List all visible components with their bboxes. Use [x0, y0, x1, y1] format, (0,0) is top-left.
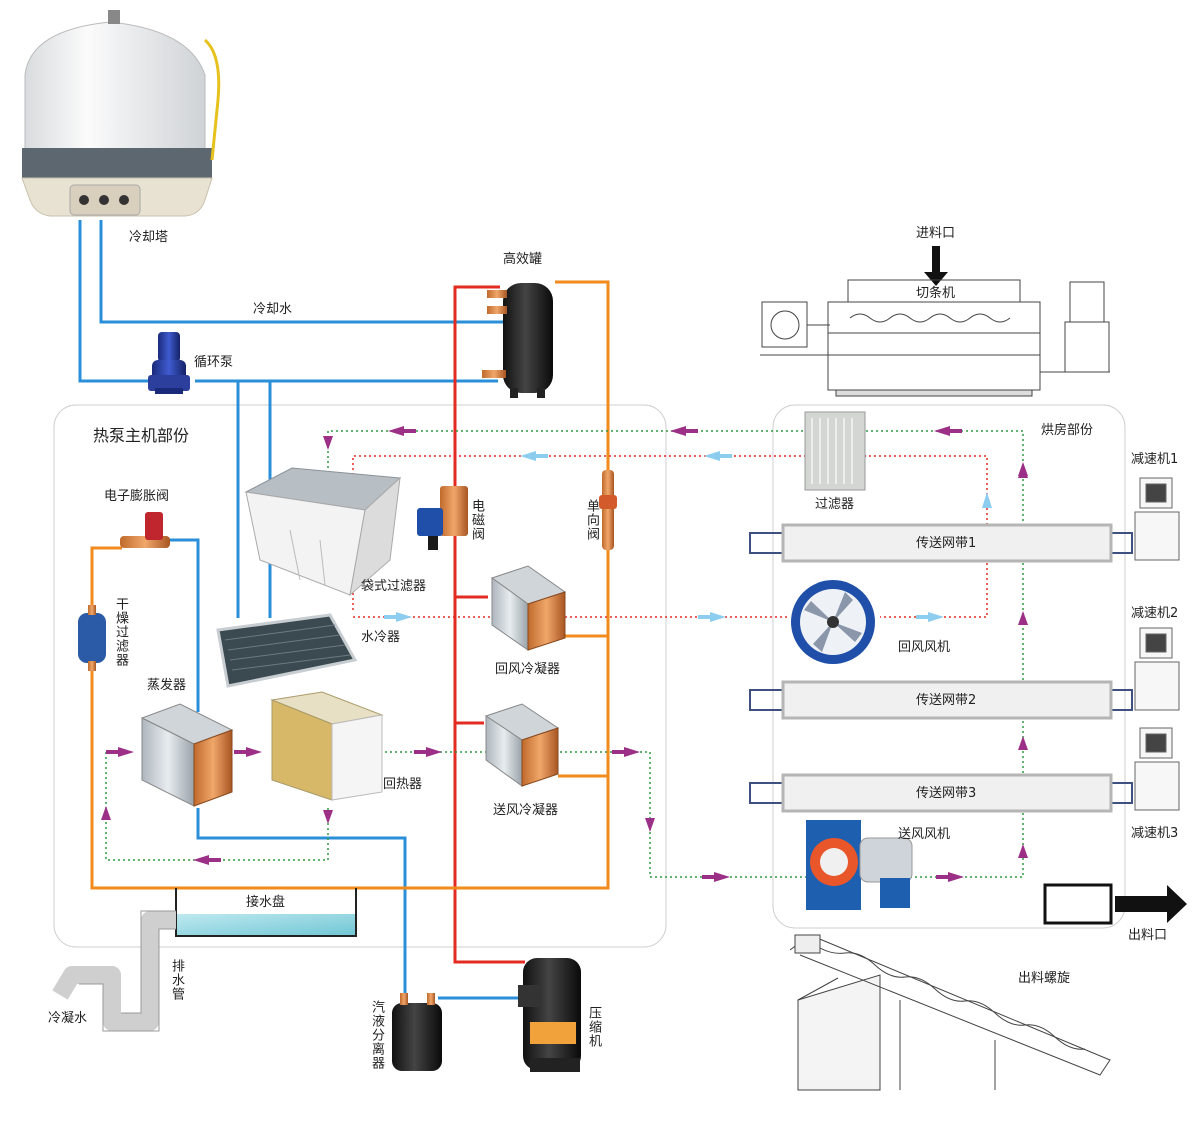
circulating-pump-label: 循环泵: [194, 355, 234, 370]
air-flow-arrows: [101, 426, 1028, 882]
drain-pipe: [52, 911, 176, 1031]
reducer-1-shape: [1134, 477, 1180, 561]
return-air-condenser: [490, 565, 567, 651]
check-valve: [602, 470, 614, 550]
return-fan-label: 回风风机: [898, 640, 951, 655]
water-cooler-label: 水冷器: [361, 630, 401, 645]
reducer-1-label: 减速机1: [1131, 452, 1179, 467]
evaporator-label: 蒸发器: [147, 678, 187, 693]
conveyor-belt-1-label: 传送网带1: [916, 536, 977, 551]
condensate-water-label: 冷凝水: [48, 1011, 88, 1026]
refrigerant-hot-lines: [453, 285, 525, 964]
heat-pump-section-title: 热泵主机部份: [93, 426, 190, 445]
discharge-arrow: [1115, 885, 1187, 923]
supply-fan-shape: [806, 820, 913, 910]
high-efficiency-tank-label: 高效罐: [503, 252, 543, 267]
discharge-outlet-label: 出料口: [1128, 928, 1168, 943]
cooling-tower: [21, 10, 221, 217]
electronic-expansion-valve: [120, 512, 170, 548]
conveyor-belt-2-shape: [749, 680, 1133, 720]
return-air-condenser-label: 回风冷凝器: [495, 662, 561, 677]
supply-fan-label: 送风风机: [898, 827, 951, 842]
solenoid-valve-label: 电磁阀: [469, 499, 484, 541]
bag-filter: [244, 467, 402, 597]
evaporator-coil: [140, 703, 234, 807]
circulating-pump: [148, 332, 190, 394]
drying-room-panel: [772, 404, 1126, 929]
air-filter: [804, 411, 866, 491]
electronic-expansion-valve-label: 电子膨胀阀: [104, 489, 170, 504]
reducer-2-label: 减速机2: [1131, 606, 1179, 621]
solenoid-valve: [417, 486, 468, 550]
hot-air-arrows: [384, 451, 992, 622]
high-efficiency-tank: [482, 283, 553, 398]
supply-air-condenser: [484, 703, 560, 787]
return-fan-shape: [791, 580, 875, 664]
reducer-3-shape: [1134, 727, 1180, 811]
dry-filter-label: 干燥过滤器: [113, 597, 128, 667]
conveyor-belt-3-label: 传送网带3: [916, 786, 977, 801]
gas-liquid-separator-label: 汽液分离器: [369, 1000, 384, 1070]
drain-pan-label: 接水盘: [246, 895, 286, 910]
cooling-water-label: 冷却水: [253, 302, 293, 317]
bag-filter-label: 袋式过滤器: [361, 579, 427, 594]
compressor-label: 压缩机: [586, 1006, 601, 1048]
drain-pipe-label: 排水管: [169, 959, 184, 1001]
strip-cutter-drawing: [760, 279, 1110, 397]
gas-liquid-separator: [392, 993, 442, 1071]
discharge-box: [1043, 883, 1113, 925]
refrigerant-liquid-lines: [90, 280, 610, 890]
heat-pump-panel: [53, 404, 667, 948]
filter-label: 过滤器: [815, 497, 855, 512]
reducer-3-label: 减速机3: [1131, 826, 1179, 841]
discharge-screw-drawing: [789, 934, 1111, 1091]
heat-recovery-label: 回热器: [383, 777, 423, 792]
conveyor-belt-2-label: 传送网带2: [916, 693, 977, 708]
supply-air-condenser-label: 送风冷凝器: [493, 803, 559, 818]
heat-recovery-unit: [270, 691, 384, 801]
dry-filter: [78, 605, 106, 671]
drying-room-section-title: 烘房部份: [1041, 423, 1094, 438]
conveyor-belt-3-shape: [749, 773, 1133, 813]
feed-inlet-label: 进料口: [916, 226, 956, 241]
cooling-tower-label: 冷却塔: [129, 230, 169, 245]
water-cooler: [216, 613, 358, 688]
discharge-screw-label: 出料螺旋: [1018, 971, 1071, 986]
return-air-lines: [352, 455, 988, 618]
compressor-unit: [518, 958, 581, 1072]
check-valve-label: 单向阀: [584, 499, 599, 541]
strip-cutter-label: 切条机: [916, 286, 956, 301]
reducer-2-shape: [1134, 627, 1180, 711]
conveyor-belt-1-shape: [749, 523, 1133, 563]
feed-inlet-arrow: [924, 246, 948, 286]
